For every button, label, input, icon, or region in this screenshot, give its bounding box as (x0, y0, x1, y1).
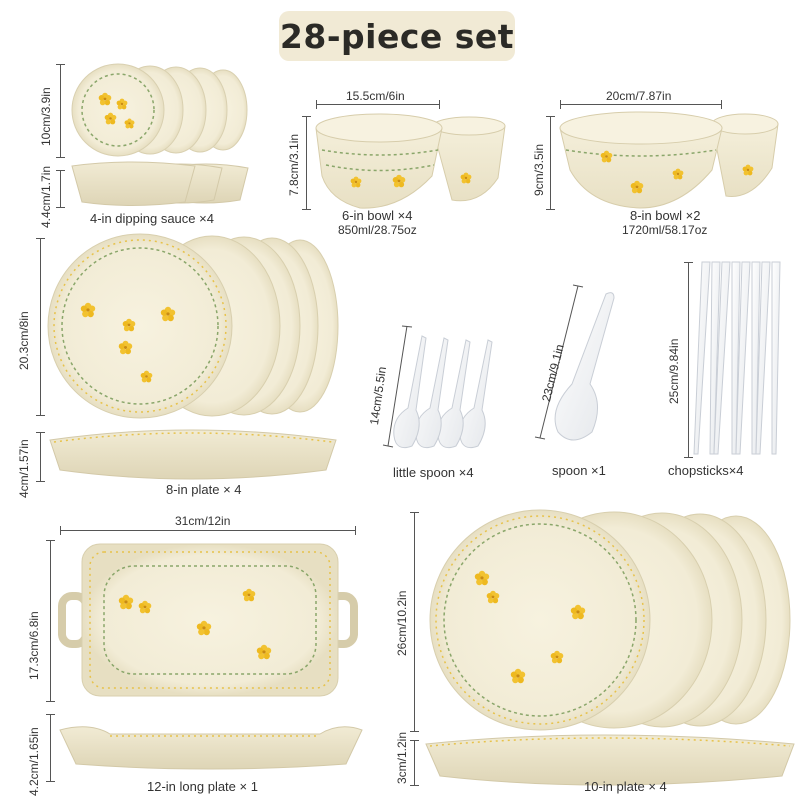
plate-10in-stack (429, 509, 791, 731)
spoon-label: spoon ×1 (552, 463, 606, 478)
dipping-sauce-top-view (71, 63, 248, 157)
page-title: 28-piece set (279, 16, 515, 56)
bowl-6in-diameter-label: 15.5cm/6in (346, 89, 405, 103)
spoon (554, 292, 615, 441)
bowl-8in-label: 8-in bowl ×2 (630, 208, 701, 223)
long-plate-width-label: 17.3cm/6.8in (27, 611, 41, 680)
bowl-8in-height-dim (546, 116, 555, 210)
bowl-8in-pair (559, 111, 779, 209)
plate-10in-height-label: 3cm/1.2in (395, 731, 409, 784)
long-plate-top-view (58, 543, 358, 697)
long-plate-height-label: 4.2cm/1.65in (27, 727, 41, 796)
chopsticks-length-dim (684, 262, 693, 458)
bowl-8in-capacity: 1720ml/58.17oz (622, 223, 708, 237)
bowl-8in-height-label: 9cm/3.5in (532, 143, 546, 196)
plate-10in-side-view (425, 734, 795, 786)
dipping-sauce-width-dim (56, 64, 65, 158)
long-plate-width-dim (46, 540, 55, 702)
long-plate-length-dim (60, 526, 356, 535)
plate-10in-diameter-label: 26cm/10.2in (395, 590, 409, 656)
plate-10in-height-dim (410, 740, 419, 786)
plate-8in-diameter-label: 20.3cm/8in (17, 311, 31, 370)
bowl-6in-label: 6-in bowl ×4 (342, 208, 413, 223)
plate-8in-stack (47, 233, 339, 419)
plate-8in-side-view (49, 429, 337, 480)
long-plate-side-view (59, 726, 363, 770)
dipping-sauce-label: 4-in dipping sauce ×4 (90, 211, 214, 226)
plate-10in-diameter-dim (410, 512, 419, 732)
plate-8in-height-label: 4cm/1.57in (17, 439, 31, 498)
chopsticks-label: chopsticks×4 (668, 463, 744, 478)
bowl-6in-capacity: 850ml/28.75oz (338, 223, 417, 237)
long-plate-label: 12-in long plate × 1 (147, 779, 258, 794)
plate-8in-diameter-dim (36, 238, 45, 416)
bowl-8in-diameter-label: 20cm/7.87in (606, 89, 672, 103)
little-spoon-label: little spoon ×4 (393, 465, 474, 480)
chopsticks-length-label: 25cm/9.84in (667, 338, 681, 404)
title-badge: 28-piece set (279, 11, 515, 61)
long-plate-length-label: 31cm/12in (175, 514, 231, 528)
little-spoons (393, 335, 493, 449)
long-plate-height-dim (46, 714, 55, 782)
plate-10in-label: 10-in plate × 4 (584, 779, 667, 794)
bowl-6in-height-dim (302, 116, 311, 210)
dipping-sauce-height-dim (56, 170, 65, 208)
bowl-6in-height-label: 7.8cm/3.1in (287, 133, 301, 196)
bowl-6in-pair (315, 113, 506, 209)
bowl-6in-diameter-dim (316, 100, 440, 109)
plate-8in-height-dim (36, 432, 45, 482)
bowl-8in-diameter-dim (560, 100, 722, 109)
chopsticks (693, 261, 781, 455)
dipping-sauce-side-view (71, 161, 249, 206)
dipping-sauce-height-label: 4.4cm/1.7in (39, 165, 53, 228)
dipping-sauce-width-label: 10cm/3.9in (39, 87, 53, 146)
plate-8in-label: 8-in plate × 4 (166, 482, 242, 497)
